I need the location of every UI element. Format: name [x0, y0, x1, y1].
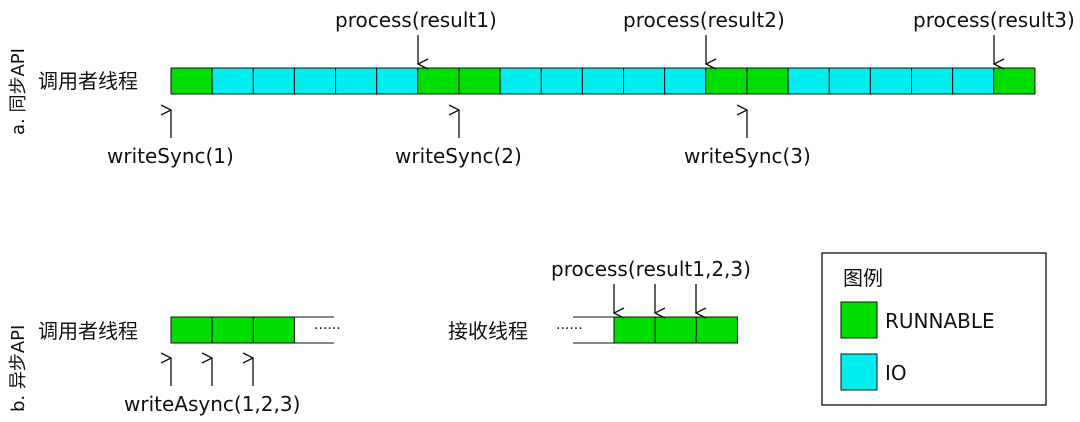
- caller-thread-label-a: 调用者线程: [38, 69, 138, 93]
- sync-runnable-cell: [458, 67, 501, 95]
- process-label-2: process(result2): [623, 8, 785, 32]
- sync-io-cell: [911, 67, 954, 95]
- sync-io-cell: [828, 67, 871, 95]
- section-b-label: b. 异步API: [8, 325, 29, 412]
- sync-io-cell: [293, 67, 337, 95]
- process-label-3: process(result3): [913, 8, 1075, 32]
- sync-io-cell: [581, 67, 625, 95]
- sync-io-cell: [499, 67, 542, 95]
- legend-label-io: IO: [885, 361, 907, 385]
- sync-io-cell: [869, 67, 913, 95]
- sync-io-cell: [664, 67, 707, 95]
- sync-io-cell: [623, 67, 666, 95]
- sync-io-cell: [335, 67, 378, 95]
- legend-label-runnable: RUNNABLE: [885, 309, 995, 333]
- receiver-runnable-cell: [654, 316, 697, 344]
- sync-io-cell: [211, 67, 254, 95]
- receiver-thread-label: 接收线程: [448, 319, 528, 343]
- legend: 图例 RUNNABLE IO: [821, 252, 1047, 406]
- section-async: b. 异步API 调用者线程 ······ writeAsync(1,2,3) …: [8, 257, 751, 416]
- receiver-runnable-cell: [695, 316, 738, 344]
- write-label-3: writeSync(3): [684, 144, 811, 168]
- write-label-1: writeSync(1): [107, 144, 234, 168]
- sync-io-cell: [952, 67, 995, 95]
- sync-runnable-cell: [993, 67, 1036, 95]
- sync-io-cell: [252, 67, 295, 95]
- async-caller-timeline: [170, 316, 295, 344]
- async-write-label: writeAsync(1,2,3): [124, 392, 300, 416]
- async-process-label: process(result1,2,3): [551, 257, 751, 281]
- sync-runnable-cell: [746, 67, 789, 95]
- caller-runnable-cell: [211, 316, 254, 344]
- receiver-ellipsis: ······: [556, 321, 583, 337]
- caller-runnable-cell: [252, 316, 295, 344]
- sync-runnable-cell: [417, 67, 460, 95]
- sync-io-cell: [540, 67, 583, 95]
- sync-runnable-cell: [170, 67, 213, 95]
- legend-swatch-io: [840, 353, 878, 391]
- receiver-runnable-cell: [613, 316, 656, 344]
- sync-io-cell: [376, 67, 419, 95]
- caller-runnable-cell: [170, 316, 213, 344]
- write-label-2: writeSync(2): [395, 144, 522, 168]
- process-label-1: process(result1): [335, 8, 497, 32]
- legend-swatch-runnable: [840, 301, 878, 339]
- sync-runnable-cell: [705, 67, 748, 95]
- sync-io-cell: [787, 67, 830, 95]
- caller-ellipsis: ······: [314, 321, 341, 337]
- legend-title: 图例: [843, 266, 883, 290]
- section-sync: a. 同步API 调用者线程 process(result1) process(…: [8, 8, 1075, 168]
- sync-timeline: [170, 67, 1036, 95]
- section-a-label: a. 同步API: [8, 48, 29, 135]
- async-receiver-timeline: [613, 316, 738, 344]
- caller-thread-label-b: 调用者线程: [38, 319, 138, 343]
